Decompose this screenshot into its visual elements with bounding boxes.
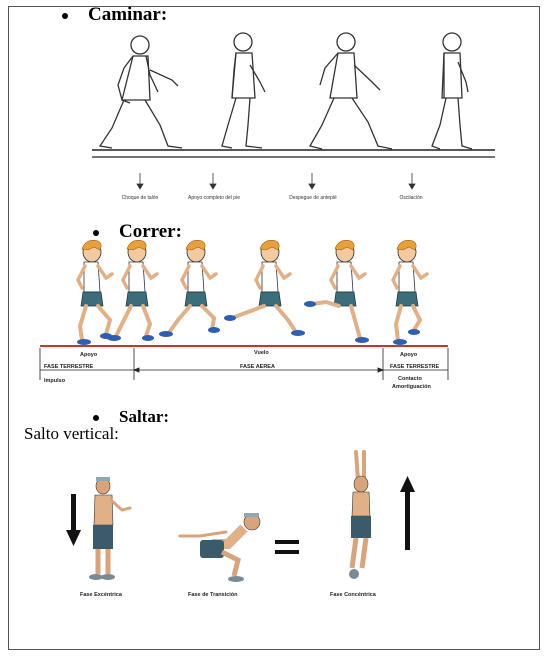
bullet-icon (93, 415, 99, 421)
walker-figure-3 (310, 33, 392, 149)
runner-figure-2 (107, 240, 157, 341)
down-arrow-icon (66, 494, 81, 546)
impulso-label: Impulso (44, 378, 65, 384)
fase-excentrica-label: Fase Excéntrica (80, 592, 122, 598)
runner-figure-4 (224, 240, 305, 336)
equals-icon (275, 540, 299, 554)
runner-figure-5 (304, 240, 369, 343)
fase-terrestre-left-label: FASE TERRESTRE (44, 364, 93, 370)
jumping-illustration (0, 440, 552, 640)
runner-figure-6 (393, 240, 427, 345)
apoyo-left-label: Apoyo (80, 352, 97, 358)
contacto-label: Contacto (398, 376, 422, 382)
runner-figure-1 (77, 240, 112, 345)
walker-figure-4 (432, 33, 472, 149)
jumper-squat-figure (180, 513, 260, 582)
walk-phase-label-2: Apoyo completo del pie (178, 195, 250, 201)
runner-figure-3 (159, 240, 220, 337)
apoyo-right-label: Apoyo (400, 352, 417, 358)
walk-phase-label-3: Despegue de antepié (280, 195, 346, 201)
walk-phase-label-4: Oscilación (385, 195, 437, 201)
walker-figure-2 (222, 33, 265, 148)
walking-illustration (0, 0, 552, 180)
walker-figure-1 (100, 36, 182, 148)
vuelo-label: Vuelo (254, 350, 269, 356)
walk-phase-label-1: Choque de talón (110, 195, 170, 201)
fase-aerea-label: FASE AEREA (240, 364, 275, 370)
up-arrow-icon (400, 476, 415, 550)
fase-terrestre-right-label: FASE TERRESTRE (390, 364, 439, 370)
jumper-standing-figure (89, 477, 130, 580)
fase-concentrica-label: Fase Concéntrica (330, 592, 376, 598)
jumper-extended-figure (349, 452, 371, 579)
amortiguacion-label: Amortiguación (392, 384, 431, 390)
saltar-title: Saltar: (119, 407, 169, 426)
fase-transicion-label: Fase de Transición (188, 592, 238, 598)
